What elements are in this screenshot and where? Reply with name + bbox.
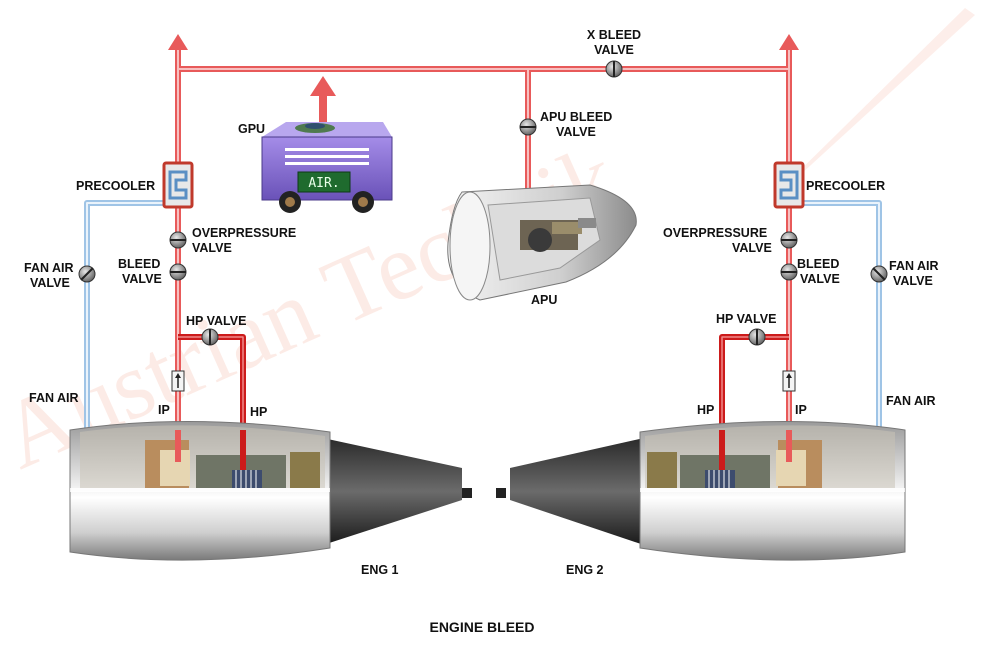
right-fan-air-valve-label-line1: FAN AIR: [889, 259, 939, 273]
left-hp-label: HP: [250, 405, 267, 419]
right-overpressure-valve-label-line2: VALVE: [732, 241, 772, 255]
right-precooler: [773, 161, 805, 209]
right-fan-air-valve-label-line2: VALVE: [893, 274, 933, 288]
right-bleed-valve-icon: [780, 263, 798, 281]
left-fan-air-valve-label-line2: VALVE: [30, 276, 70, 290]
duct-engine-taps: [175, 430, 792, 470]
left-compressor-stages: [232, 470, 262, 488]
left-overpressure-valve-icon: [169, 231, 187, 249]
left-ip-label: IP: [158, 403, 170, 417]
engine-1: [69, 420, 472, 561]
x-bleed-valve-label-line1: X BLEED: [587, 28, 641, 42]
left-overpressure-valve-label-line1: OVERPRESSURE: [192, 226, 296, 240]
left-fan-air-label: FAN AIR: [29, 391, 79, 405]
right-hp-valve-icon: [748, 328, 766, 346]
left-overpressure-valve-label-line2: VALVE: [192, 241, 232, 255]
arrow-up-icon: [779, 34, 799, 50]
gpu-unit: AIR.: [261, 122, 393, 213]
labels: X BLEED VALVE APU BLEED VALVE GPU APU PR…: [24, 28, 939, 635]
left-bleed-valve-label-line2: VALVE: [122, 272, 162, 286]
arrow-up-icon: [168, 34, 188, 50]
right-overpressure-valve-label-line1: OVERPRESSURE: [663, 226, 767, 240]
apu-bleed-valve-icon: [519, 118, 537, 136]
right-precooler-label: PRECOOLER: [806, 179, 885, 193]
eng1-label: ENG 1: [361, 563, 399, 577]
right-bleed-valve-label-line1: BLEED: [797, 257, 839, 271]
left-fan-air-valve-icon: [78, 265, 96, 283]
gpu-air-label: AIR.: [308, 176, 339, 191]
watermark-swoosh: [780, 8, 975, 190]
right-bleed-valve-label-line2: VALVE: [800, 272, 840, 286]
x-bleed-valve-icon: [605, 60, 623, 78]
apu-bleed-valve-label-line1: APU BLEED: [540, 110, 612, 124]
right-overpressure-valve-icon: [780, 231, 798, 249]
left-ip-check-valve-icon: [171, 370, 185, 392]
left-hp-valve-icon: [201, 328, 219, 346]
engine-2: [496, 420, 906, 561]
left-precooler: [162, 161, 194, 209]
right-ip-label: IP: [795, 403, 807, 417]
diagram-caption: ENGINE BLEED: [429, 619, 534, 635]
left-hp-valve-label: HP VALVE: [186, 314, 246, 328]
left-precooler-label: PRECOOLER: [76, 179, 155, 193]
right-fan-air-label: FAN AIR: [886, 394, 936, 408]
left-bleed-valve-icon: [169, 263, 187, 281]
fan-air-ducts: [84, 200, 882, 440]
apu-label: APU: [531, 293, 557, 307]
right-ip-check-valve-icon: [782, 370, 796, 392]
apu-unit: [447, 184, 637, 301]
apu-bleed-valve-label-line2: VALVE: [556, 125, 596, 139]
right-fan-air-valve-icon: [870, 265, 888, 283]
right-hp-valve-label: HP VALVE: [716, 312, 776, 326]
gpu-air-arrow-icon: [310, 76, 336, 124]
eng2-label: ENG 2: [566, 563, 604, 577]
gpu-label: GPU: [238, 122, 265, 136]
x-bleed-valve-label-line2: VALVE: [594, 43, 634, 57]
left-bleed-valve-label-line1: BLEED: [118, 257, 160, 271]
right-hp-label: HP: [697, 403, 714, 417]
right-compressor-stages: [705, 470, 735, 488]
left-fan-air-valve-label-line1: FAN AIR: [24, 261, 74, 275]
